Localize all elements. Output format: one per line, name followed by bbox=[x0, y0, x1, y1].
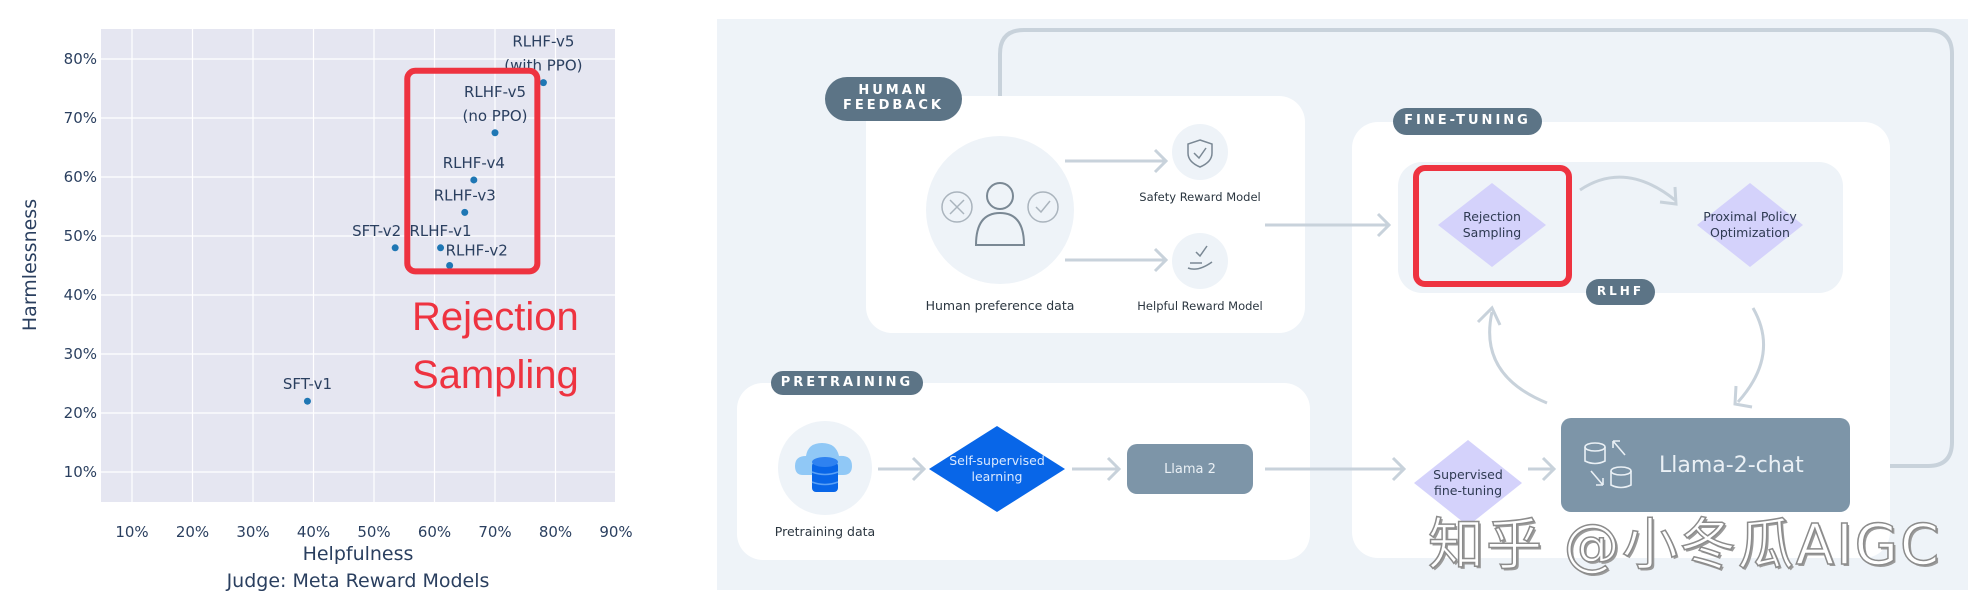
feedback-loop-arrow bbox=[998, 28, 1954, 468]
grid bbox=[101, 29, 615, 502]
arrow-ppo-to-chat bbox=[1736, 307, 1766, 403]
x-tick-label: 20% bbox=[176, 523, 209, 541]
pretraining-data-label: Pretraining data bbox=[774, 524, 876, 539]
x-axis-label: Helpfulness bbox=[303, 543, 414, 565]
arrow-ppo-to-chat-head bbox=[1733, 385, 1753, 409]
pretraining-label: PRETRAINING bbox=[771, 371, 923, 395]
x-axis-sublabel: Judge: Meta Reward Models bbox=[226, 570, 490, 592]
self-supervised-diamond bbox=[929, 426, 1065, 512]
x-tick-label: 30% bbox=[236, 523, 269, 541]
rejection-sampling-highlight-box bbox=[404, 67, 541, 275]
data-point bbox=[446, 262, 454, 269]
arrow-to-rejection-sampling bbox=[1265, 212, 1392, 238]
data-point-label: RLHF-v5 bbox=[512, 33, 574, 51]
model-sync-icon bbox=[1584, 440, 1632, 489]
x-tick-label: 60% bbox=[418, 523, 451, 541]
arrow-chat-to-rs-head bbox=[1476, 305, 1502, 326]
self-supervised-learning-label: Self-supervised learning bbox=[949, 453, 1045, 484]
x-tick-label: 50% bbox=[357, 523, 390, 541]
human-feedback-label: HUMAN FEEDBACK bbox=[825, 77, 962, 121]
y-axis-ticks: 10% 20% 30% 40% 50% 60% 70% 80% bbox=[64, 50, 97, 481]
rejection-sampling-highlight bbox=[1413, 165, 1572, 287]
data-point-label: RLHF-v1 bbox=[409, 222, 471, 240]
llama2-label: Llama 2 bbox=[1164, 461, 1216, 477]
data-point bbox=[437, 244, 445, 252]
data-point-label: RLHF-v5 bbox=[464, 83, 526, 101]
person-icon bbox=[974, 182, 1026, 246]
data-point bbox=[470, 176, 478, 184]
y-tick-label: 80% bbox=[64, 50, 97, 68]
watermark: 知乎 @小冬瓜AIGC bbox=[1427, 512, 1942, 579]
data-point-label: RLHF-v4 bbox=[443, 154, 505, 172]
ppo-label: Proximal Policy Optimization bbox=[1703, 209, 1797, 240]
reject-bubble-icon bbox=[941, 191, 973, 223]
arrow-chat-to-rs bbox=[1488, 311, 1548, 405]
annotation-line-2: Sampling bbox=[412, 353, 579, 397]
y-tick-label: 40% bbox=[64, 286, 97, 304]
y-tick-label: 60% bbox=[64, 168, 97, 186]
plot-background bbox=[101, 29, 615, 502]
data-point-label: RLHF-v3 bbox=[434, 186, 496, 204]
data-point bbox=[303, 397, 311, 405]
rlhf-label: RLHF bbox=[1586, 279, 1655, 305]
x-tick-label: 40% bbox=[297, 523, 330, 541]
sft-label: Supervised fine-tuning bbox=[1433, 467, 1503, 498]
arrow-to-safety-rm bbox=[1065, 148, 1169, 174]
arrow-sft-to-chat bbox=[1528, 456, 1557, 482]
arrow-to-sft bbox=[1265, 456, 1407, 482]
helpful-rm-circle bbox=[1172, 233, 1228, 289]
llama2-box[interactable]: Llama 2 bbox=[1127, 444, 1253, 494]
arrow-to-llama2 bbox=[1072, 456, 1122, 482]
data-point bbox=[391, 244, 399, 252]
data-point-label: SFT-v1 bbox=[283, 375, 332, 393]
arrow-to-helpful-rm bbox=[1065, 247, 1169, 273]
y-tick-label: 70% bbox=[64, 109, 97, 127]
x-tick-label: 90% bbox=[599, 523, 632, 541]
y-axis-label: Harmlessness bbox=[19, 199, 41, 331]
llama2-chat-label: Llama-2-chat bbox=[1659, 452, 1804, 478]
human-preference-data-label: Human preference data bbox=[925, 298, 1075, 313]
rejection-sampling-label: Rejection Sampling bbox=[1462, 209, 1522, 240]
rejection-sampling-diamond bbox=[1438, 183, 1546, 267]
database-icon bbox=[811, 457, 839, 492]
x-tick-label: 70% bbox=[478, 523, 511, 541]
data-point bbox=[491, 129, 499, 137]
y-tick-label: 50% bbox=[64, 227, 97, 245]
accept-bubble-icon bbox=[1027, 191, 1059, 223]
data-point-label: SFT-v2 bbox=[352, 222, 401, 240]
x-axis-ticks: 10% 20% 30% 40% 50% 60% 70% 80% 90% bbox=[115, 523, 632, 541]
helpful-reward-model-label: Helpful Reward Model bbox=[1137, 299, 1263, 313]
annotation-line-1: Rejection bbox=[412, 295, 579, 339]
arrow-to-self-supervised bbox=[878, 456, 927, 482]
y-tick-label: 20% bbox=[64, 404, 97, 422]
ppo-diamond bbox=[1697, 183, 1803, 267]
data-point-label: (no PPO) bbox=[462, 107, 527, 125]
data-point-label: RLHF-v2 bbox=[446, 242, 508, 260]
arrow-rs-to-ppo bbox=[1579, 175, 1676, 202]
safety-rm-circle bbox=[1172, 124, 1228, 180]
hand-check-icon bbox=[1187, 245, 1213, 270]
fine-tuning-label: FINE-TUNING bbox=[1393, 108, 1542, 135]
sft-diamond bbox=[1414, 440, 1522, 526]
y-tick-label: 30% bbox=[64, 345, 97, 363]
x-tick-label: 10% bbox=[115, 523, 148, 541]
llama2-chat-box[interactable]: Llama-2-chat bbox=[1561, 418, 1850, 512]
data-point bbox=[461, 208, 469, 216]
safety-reward-model-label: Safety Reward Model bbox=[1139, 190, 1261, 204]
x-tick-label: 80% bbox=[539, 523, 572, 541]
scatter-chart: 10% 20% 30% 40% 50% 60% 70% 80% 90% 10% 20% 30% 40%… bbox=[19, 29, 633, 592]
arrow-rs-to-ppo-head bbox=[1659, 186, 1678, 206]
y-tick-label: 10% bbox=[64, 463, 97, 481]
data-point bbox=[539, 79, 547, 87]
shield-check-icon bbox=[1187, 139, 1213, 168]
